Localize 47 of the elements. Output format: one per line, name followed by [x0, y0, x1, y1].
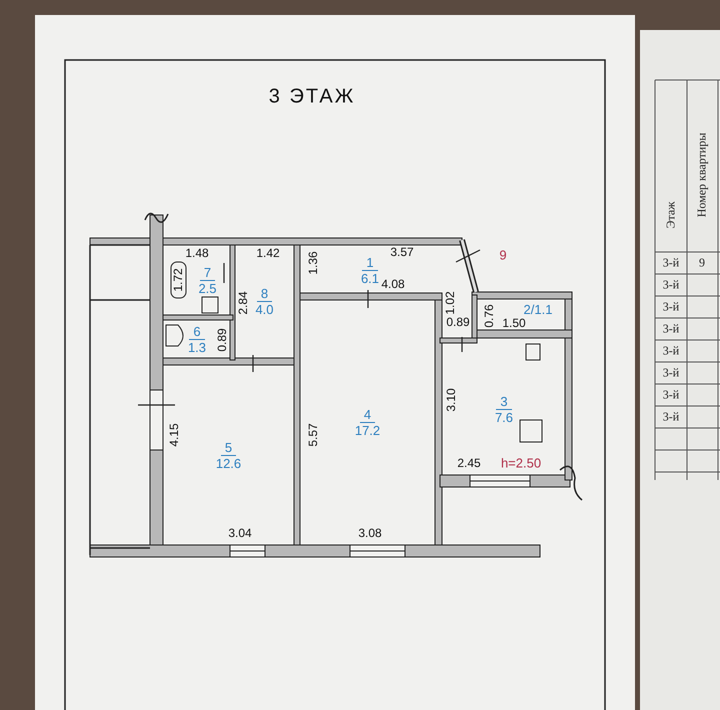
- room-number: 7: [200, 264, 216, 280]
- dimension-label: 1.50: [502, 316, 526, 330]
- room-size: 1.3: [188, 340, 206, 354]
- dimension-label: 3.04: [228, 526, 252, 540]
- room-size: 7.6: [494, 410, 514, 424]
- dimension-label: 4.08: [381, 277, 405, 291]
- table-cell: 3-й: [662, 410, 680, 424]
- table-header: Номер квартиры: [694, 132, 710, 218]
- room-number: 4: [360, 407, 376, 423]
- table-header: Этаж: [664, 202, 678, 228]
- dimension-label: 2.84: [236, 291, 250, 315]
- room-size: 12.6: [216, 456, 242, 470]
- dimension-label: 1.72: [171, 268, 185, 292]
- table-cell: 3-й: [662, 322, 680, 336]
- dimension-label: 0.76: [482, 304, 496, 328]
- room-number: 6: [189, 324, 205, 340]
- dimension-label: 5.57: [306, 423, 320, 447]
- table-cell: 9: [699, 256, 705, 270]
- table-cell: 3-й: [662, 278, 680, 292]
- ceiling-height-label: h=2.50: [500, 456, 542, 470]
- table-cell: 3-й: [662, 300, 680, 314]
- dimension-label: 3.08: [358, 526, 382, 540]
- room-size: 17.2: [354, 423, 380, 438]
- dimension-label: 0.89: [446, 315, 470, 329]
- dimension-label: 0.89: [215, 328, 229, 352]
- room-label: 2/1.1: [524, 302, 552, 316]
- room-size: 2.5: [198, 280, 217, 296]
- dimension-label: 2.45: [457, 456, 481, 470]
- dimension-label: 1.42: [256, 246, 280, 260]
- room-number: 9: [499, 248, 507, 262]
- room-number: 1: [362, 254, 378, 270]
- table-cell: 3-й: [662, 388, 680, 402]
- floor-title: 3 ЭТАЖ: [268, 86, 356, 108]
- table-cell: 3-й: [662, 256, 680, 270]
- dimension-label: 3.57: [390, 245, 414, 259]
- room-number: 8: [256, 286, 272, 302]
- room-size: 6.1: [360, 270, 380, 286]
- dimension-label: 1.48: [185, 246, 209, 260]
- room-number: 5: [220, 440, 236, 456]
- dimension-label: 1.02: [443, 291, 457, 315]
- table-cell: 3-й: [662, 366, 680, 380]
- dimension-label: 1.36: [306, 251, 320, 275]
- dimension-label: 4.15: [167, 423, 181, 447]
- dimension-label: 3.10: [444, 388, 458, 412]
- table-cell: 3-й: [662, 344, 680, 358]
- room-size: 4.0: [255, 302, 274, 317]
- room-number: 3: [496, 394, 512, 410]
